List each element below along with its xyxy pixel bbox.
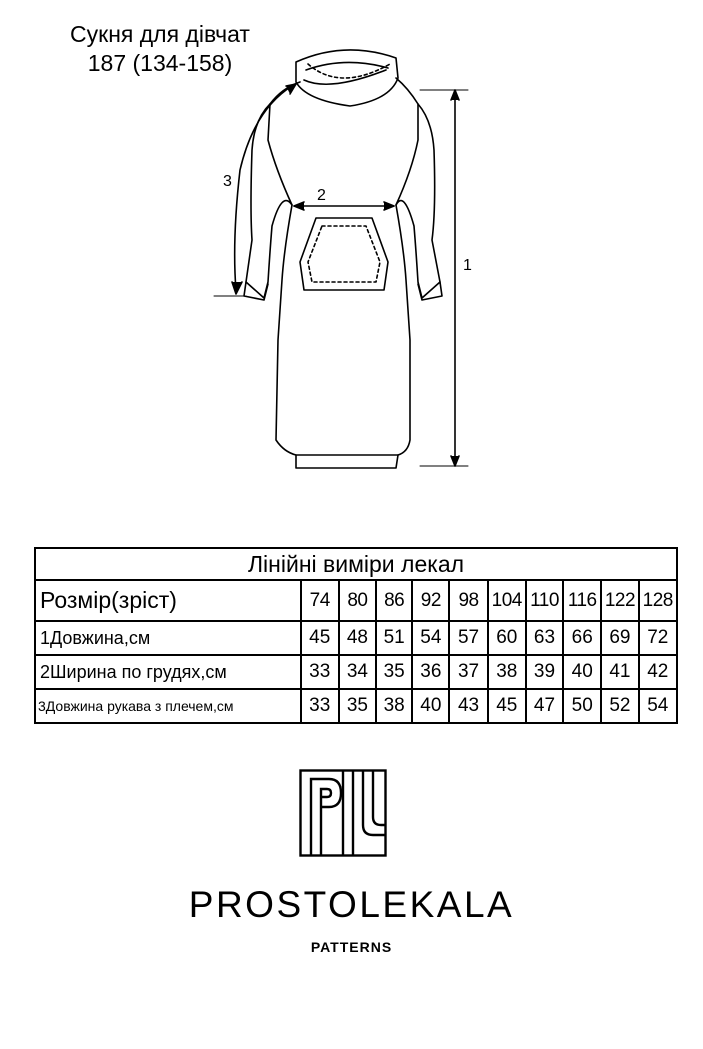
value-cell: 69 — [600, 620, 640, 657]
brand-subtitle: PATTERNS — [310, 939, 393, 955]
size-cell: 116 — [562, 578, 603, 623]
value-cell: 51 — [375, 620, 414, 657]
size-cell: 104 — [486, 578, 527, 623]
value-cell: 38 — [486, 654, 527, 690]
value-cell: 36 — [411, 654, 451, 690]
size-cell: 128 — [637, 578, 679, 623]
dimension-line-sleeve — [213, 83, 297, 297]
size-cell: 74 — [299, 578, 340, 623]
value-cell: 43 — [448, 687, 489, 725]
value-cell: 52 — [600, 687, 640, 725]
brand-logo-mark — [299, 769, 387, 857]
value-cell: 35 — [337, 687, 378, 725]
value-cell: 40 — [562, 654, 603, 690]
value-cell: 33 — [299, 687, 340, 725]
kangaroo-pocket — [299, 217, 389, 291]
row-label-length: 1Довжина,см — [34, 620, 302, 657]
value-cell: 54 — [637, 687, 679, 725]
table-row-chest: 2Ширина по грудях,см 33 34 35 36 37 38 3… — [34, 654, 679, 690]
table-title: Лінійні виміри лекал — [34, 547, 678, 581]
title-line-2: 187 (134-158) — [87, 50, 233, 76]
row-label-chest: 2Ширина по грудях,см — [34, 654, 302, 690]
value-cell: 38 — [375, 687, 414, 725]
value-cell: 57 — [448, 620, 489, 657]
value-cell: 35 — [375, 654, 414, 690]
value-cell: 47 — [524, 687, 565, 725]
dress-body — [267, 77, 419, 456]
value-cell: 39 — [524, 654, 565, 690]
row-label-sleeve: 3Довжина рукава з плечем,см — [34, 687, 302, 725]
table-title-row: Лінійні виміри лекал — [34, 547, 678, 581]
measurements-table: Лінійні виміри лекал Розмір(зріст) 74 80… — [34, 547, 679, 725]
value-cell: 37 — [448, 654, 489, 690]
size-cell: 80 — [337, 578, 378, 623]
title-line-1: Сукня для дівчат — [70, 21, 250, 47]
value-cell: 60 — [486, 620, 527, 657]
brand-name: PROSTOLEKALA — [188, 884, 515, 925]
value-cell: 50 — [562, 687, 603, 725]
value-cell: 48 — [337, 620, 378, 657]
dress-technical-sketch: 1 2 3 — [213, 49, 472, 469]
size-cell: 110 — [524, 578, 565, 623]
dimension-label-length: 1 — [463, 257, 472, 274]
size-column-header: Розмір(зріст) — [34, 578, 302, 623]
right-sleeve — [395, 103, 443, 301]
dimension-line-length — [419, 89, 469, 467]
left-sleeve — [243, 103, 293, 301]
value-cell: 33 — [299, 654, 340, 690]
value-cell: 54 — [411, 620, 451, 657]
value-cell: 34 — [337, 654, 378, 690]
value-cell: 63 — [524, 620, 565, 657]
dimension-label-sleeve: 3 — [223, 173, 232, 190]
value-cell: 72 — [637, 620, 679, 657]
dimension-label-chest: 2 — [317, 187, 326, 204]
dimension-line-chest — [293, 201, 395, 211]
hood-collar — [295, 49, 399, 107]
pattern-title: Сукня для дівчат 187 (134-158) — [30, 20, 290, 78]
value-cell: 45 — [299, 620, 340, 657]
size-cell: 98 — [448, 578, 489, 623]
table-row-length: 1Довжина,см 45 48 51 54 57 60 63 66 69 7… — [34, 620, 679, 657]
table-header-row: Розмір(зріст) 74 80 86 92 98 104 110 116… — [34, 578, 679, 623]
value-cell: 41 — [600, 654, 640, 690]
size-cell: 122 — [600, 578, 640, 623]
table-row-sleeve: 3Довжина рукава з плечем,см 33 35 38 40 … — [34, 687, 679, 725]
size-cell: 86 — [375, 578, 414, 623]
size-cell: 92 — [411, 578, 451, 623]
hem-band — [295, 454, 399, 469]
value-cell: 66 — [562, 620, 603, 657]
value-cell: 45 — [486, 687, 527, 725]
value-cell: 40 — [411, 687, 451, 725]
value-cell: 42 — [637, 654, 679, 690]
